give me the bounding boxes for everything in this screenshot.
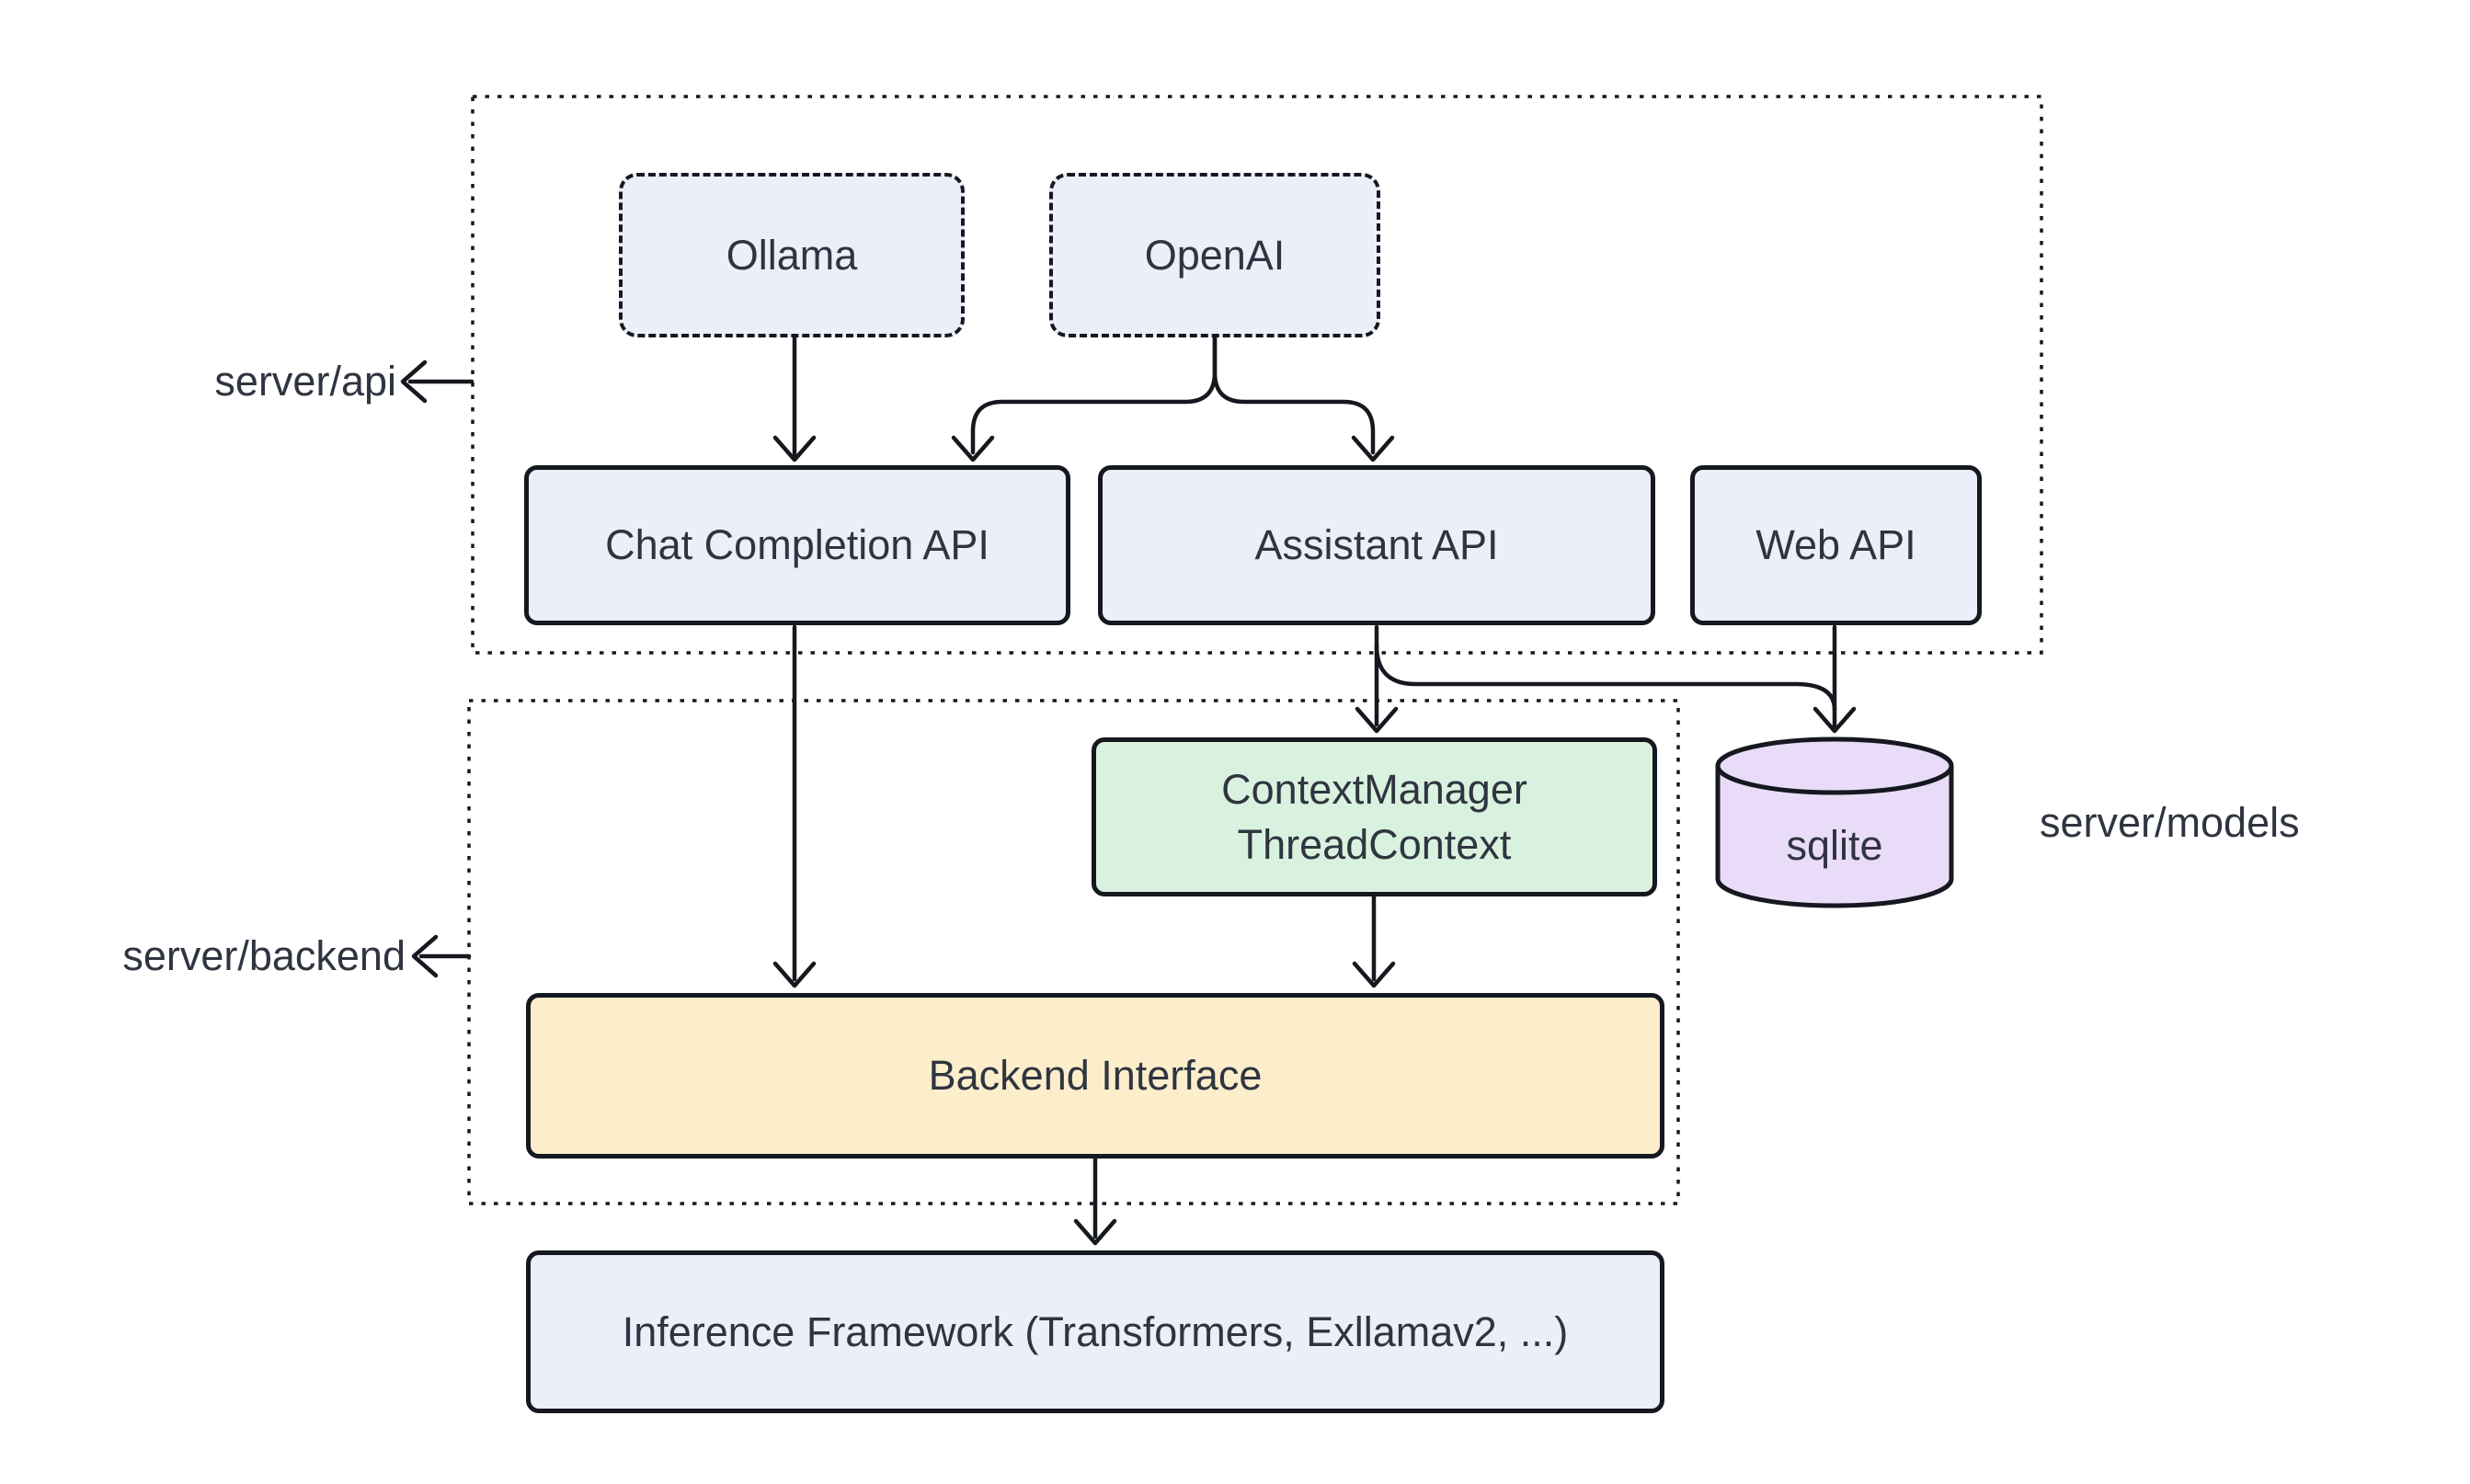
label-server-models: server/models	[2040, 799, 2300, 846]
node-openai-label: OpenAI	[1144, 231, 1286, 279]
node-chat-completion-api-label: Chat Completion API	[605, 521, 989, 569]
edge-assistant-to-sqlite	[1374, 643, 1837, 713]
callout-arrow-server-backend	[411, 934, 472, 978]
node-web-api: Web API	[1690, 465, 1982, 625]
node-context-manager-line2: ThreadContext	[1237, 820, 1512, 868]
sqlite-cylinder	[1715, 736, 1954, 908]
node-backend-interface-label: Backend Interface	[928, 1052, 1263, 1100]
node-inference-framework: Inference Framework (Transformers, Exlla…	[526, 1250, 1664, 1413]
label-server-backend: server/backend	[122, 932, 406, 979]
edge-openai-to-chat-completion	[951, 335, 1218, 462]
edge-web-api-to-sqlite	[1812, 624, 1857, 734]
edge-openai-to-assistant	[1212, 335, 1395, 462]
node-ollama: Ollama	[619, 173, 965, 337]
node-assistant-api-label: Assistant API	[1254, 521, 1499, 569]
edge-context-manager-to-backend	[1352, 894, 1396, 988]
node-sqlite-label: sqlite	[1786, 822, 1883, 869]
edge-assistant-to-context-manager	[1355, 624, 1399, 734]
edge-chat-completion-to-backend	[772, 624, 817, 988]
node-openai: OpenAI	[1049, 173, 1380, 337]
node-context-manager: ContextManager ThreadContext	[1092, 737, 1657, 896]
node-web-api-label: Web API	[1755, 521, 1916, 569]
node-backend-interface: Backend Interface	[526, 993, 1664, 1159]
edge-backend-to-inference	[1073, 1156, 1117, 1246]
node-context-manager-line1: ContextManager	[1221, 766, 1527, 814]
node-inference-framework-label: Inference Framework (Transformers, Exlla…	[622, 1307, 1569, 1355]
label-server-api: server/api	[214, 358, 396, 405]
callout-arrow-server-api	[400, 360, 475, 404]
server-api-container-border	[471, 95, 2043, 655]
node-chat-completion-api: Chat Completion API	[524, 465, 1070, 625]
node-assistant-api: Assistant API	[1098, 465, 1655, 625]
edge-ollama-to-chat-completion	[772, 335, 817, 462]
node-ollama-label: Ollama	[726, 231, 858, 279]
